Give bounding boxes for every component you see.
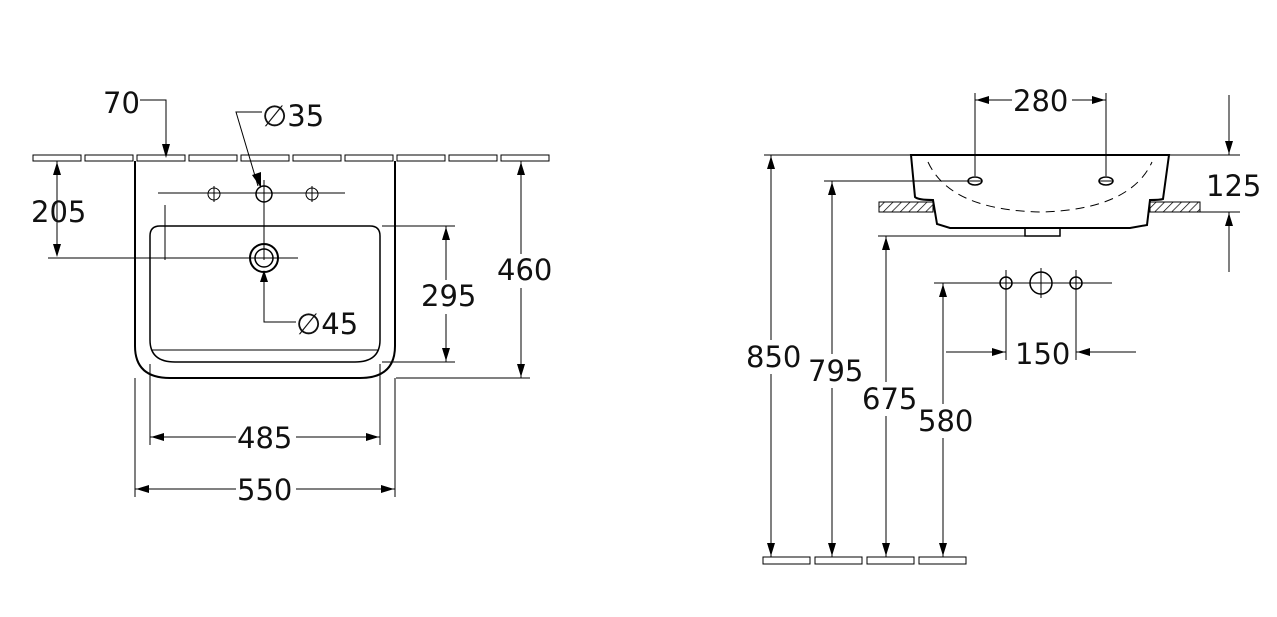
dim-rim-height: 850 xyxy=(746,340,801,374)
dim-tap-level: 795 xyxy=(808,354,863,388)
dim-valve-spacing: 150 xyxy=(1015,337,1070,371)
dim-overall-width: 550 xyxy=(237,473,292,507)
tap-hole-left-icon xyxy=(207,186,221,202)
wall-hatch-left xyxy=(878,201,934,213)
dim-tap-height: 205 xyxy=(31,195,86,229)
dim-tap-offset: 70 xyxy=(103,86,140,120)
wall-hatch-right xyxy=(1149,201,1201,213)
tap-hole-right-icon xyxy=(305,186,319,202)
dim-bowl-width: 485 xyxy=(237,421,292,455)
wall-strip xyxy=(32,154,550,162)
dim-tap-hole: ∅35 xyxy=(262,99,324,133)
floor-strip xyxy=(762,556,967,565)
bowl-outline xyxy=(149,225,381,363)
bowl-hidden-line xyxy=(927,161,1153,213)
dim-overall-depth: 460 xyxy=(497,253,552,287)
basin-side-outline xyxy=(909,154,1171,229)
dim-bottom-level: 675 xyxy=(862,382,917,416)
tap-hole-center-icon xyxy=(255,180,273,260)
side-valve-right-icon xyxy=(1069,270,1083,360)
side-valve-left-icon xyxy=(999,270,1013,360)
side-tap-hole-right-icon xyxy=(1098,176,1114,186)
dim-tap-spacing: 280 xyxy=(1013,84,1068,118)
side-view: 280 125 850 795 xyxy=(746,84,1261,565)
dim-valve-level: 580 xyxy=(918,404,973,438)
dim-bowl-depth: 295 xyxy=(421,279,476,313)
dim-basin-height: 125 xyxy=(1206,169,1261,203)
front-view: 70 ∅35 205 ∅45 295 460 xyxy=(31,86,554,507)
side-valve-center-icon xyxy=(1029,268,1053,298)
dim-waste: ∅45 xyxy=(296,307,358,341)
basin-outline xyxy=(134,161,396,379)
side-tap-hole-left-icon xyxy=(967,176,983,186)
